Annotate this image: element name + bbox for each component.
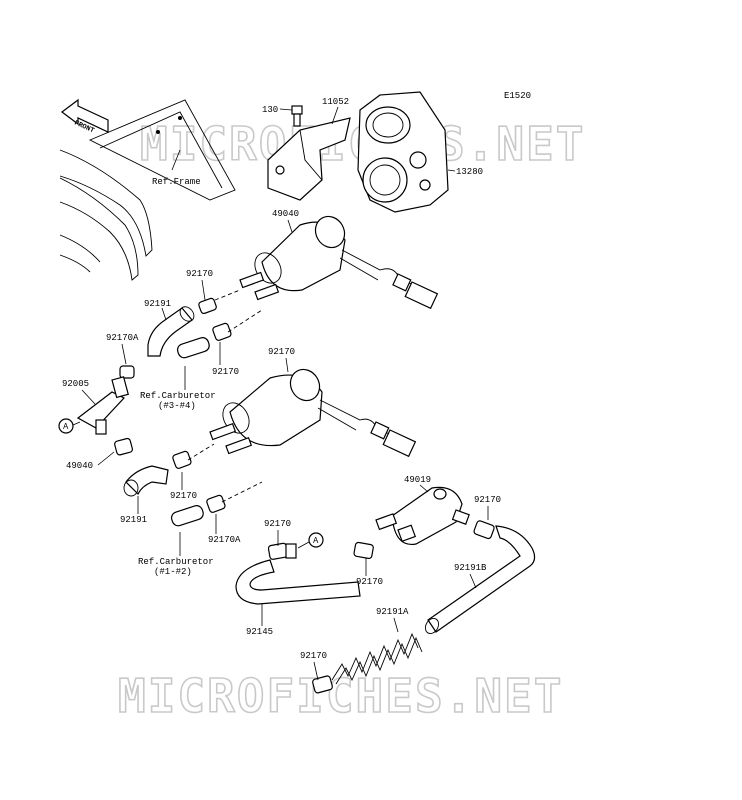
clamp-92170-h [312, 675, 333, 694]
clamp-92170A-a [212, 322, 232, 341]
clamp-92170-c [114, 437, 134, 456]
lbl-92170-g: 92170 [356, 577, 383, 587]
lbl-92145: 92191A [376, 607, 409, 617]
lbl-ref-frame: Ref.Frame [152, 177, 201, 187]
carb-pipe-12 [170, 505, 204, 527]
circle-ref-a-left-label: A [63, 422, 69, 431]
clamp-92170-a [198, 297, 217, 315]
lbl-92170A-b: 92170A [208, 535, 241, 545]
clamp-92170-g [353, 541, 374, 560]
fuel-filter-49019 [375, 486, 470, 546]
circle-ref-a-right-label: A [313, 536, 319, 545]
fuel-pump-49040-top [239, 215, 439, 310]
lbl-ref-carb-12-sub: (#1-#2) [154, 567, 192, 577]
bolt-130 [291, 105, 303, 127]
clamp-92170-f [267, 542, 297, 560]
diagram-code: E1520 [504, 91, 531, 101]
spring-92145 [331, 632, 423, 685]
lbl-92170-e: 92170 [474, 495, 501, 505]
bracket-11052 [267, 117, 351, 201]
lbl-49040-top: 49040 [272, 209, 299, 219]
lbl-92005: 92005 [62, 379, 89, 389]
lbl-ref-carb-34-sub: (#3-#4) [158, 401, 196, 411]
clamp-92170-d [172, 450, 192, 469]
lbl-92170-h: 92170 [300, 651, 327, 661]
lbl-92191B: 92191B [454, 563, 487, 573]
lbl-92170-b: 92170A [106, 333, 139, 343]
lbl-11052: 11052 [322, 97, 349, 107]
tee-joint-92005 [76, 376, 129, 435]
lbl-92191-b: 92191 [120, 515, 147, 525]
lbl-49040-mid: 92170 [268, 347, 295, 357]
hose-92191A [235, 559, 361, 605]
hose-92191B [424, 525, 536, 634]
clamp-92170-e [473, 520, 495, 540]
circle-ref-a-left [58, 418, 74, 434]
lbl-92170-a: 92170 [186, 269, 213, 279]
lbl-92170-f: 92170 [264, 519, 291, 529]
hose-92191-lower [123, 465, 169, 497]
lbl-92191-a: 92191 [144, 299, 171, 309]
carb-pipe-34 [176, 337, 210, 359]
frame [59, 99, 236, 281]
clamp-92170A-b [206, 494, 226, 513]
front-arrow-icon: FRONT [61, 98, 109, 135]
lbl-ref-carb-12: Ref.Carburetor [138, 557, 214, 567]
lbl-49019: 49019 [404, 475, 431, 485]
clamp-92170-b [119, 365, 135, 379]
fuel-pump-49040-mid [209, 368, 417, 458]
lbl-92170-d: 92170 [170, 491, 197, 501]
lbl-ref-carb-34: Ref.Carburetor [140, 391, 216, 401]
circle-ref-a-right [308, 532, 324, 548]
bracket-13280 [357, 91, 449, 213]
lbl-92170A-a: 92170 [212, 367, 239, 377]
hose-92191-top [147, 306, 195, 357]
lbl-13280: 13280 [456, 167, 483, 177]
lbl-92191A: 92145 [246, 627, 273, 637]
lbl-130: 130 [262, 105, 278, 115]
lbl-92170-c: 49040 [66, 461, 93, 471]
